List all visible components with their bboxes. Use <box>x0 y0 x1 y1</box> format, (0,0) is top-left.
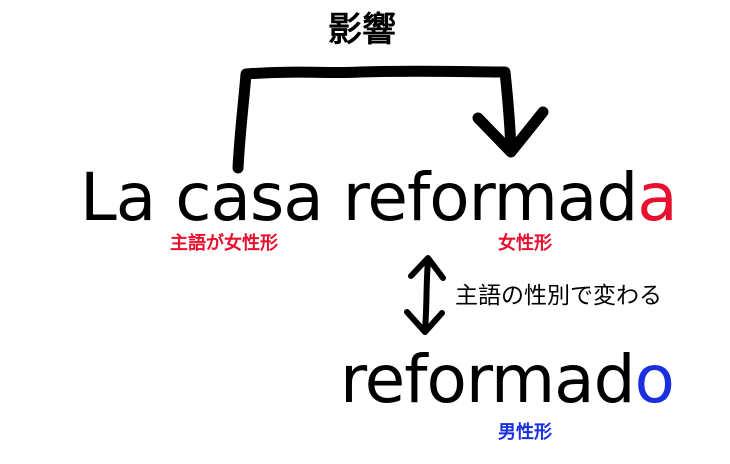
label-feminine: 女性形 <box>498 233 552 254</box>
influence-arrowhead <box>472 106 549 158</box>
gender-change-double-arrow <box>422 257 431 333</box>
feminine-ending: a <box>637 159 677 236</box>
phrase-stem: La casa reformad <box>80 159 638 236</box>
label-subject-feminine: 主語が女性形 <box>170 233 278 254</box>
influence-arrow <box>232 65 517 174</box>
double-arrow-head-top <box>408 255 446 281</box>
label-masculine: 男性形 <box>498 422 552 443</box>
masculine-stem: reformad <box>340 341 636 418</box>
change-note: 主語の性別で変わる <box>455 283 662 309</box>
word-masculine: reformado <box>340 340 675 420</box>
influence-label: 影響 <box>328 10 396 50</box>
double-arrow-head-bottom <box>404 309 445 335</box>
phrase-feminine: La casa reformada <box>80 158 678 238</box>
masculine-ending: o <box>634 341 675 418</box>
